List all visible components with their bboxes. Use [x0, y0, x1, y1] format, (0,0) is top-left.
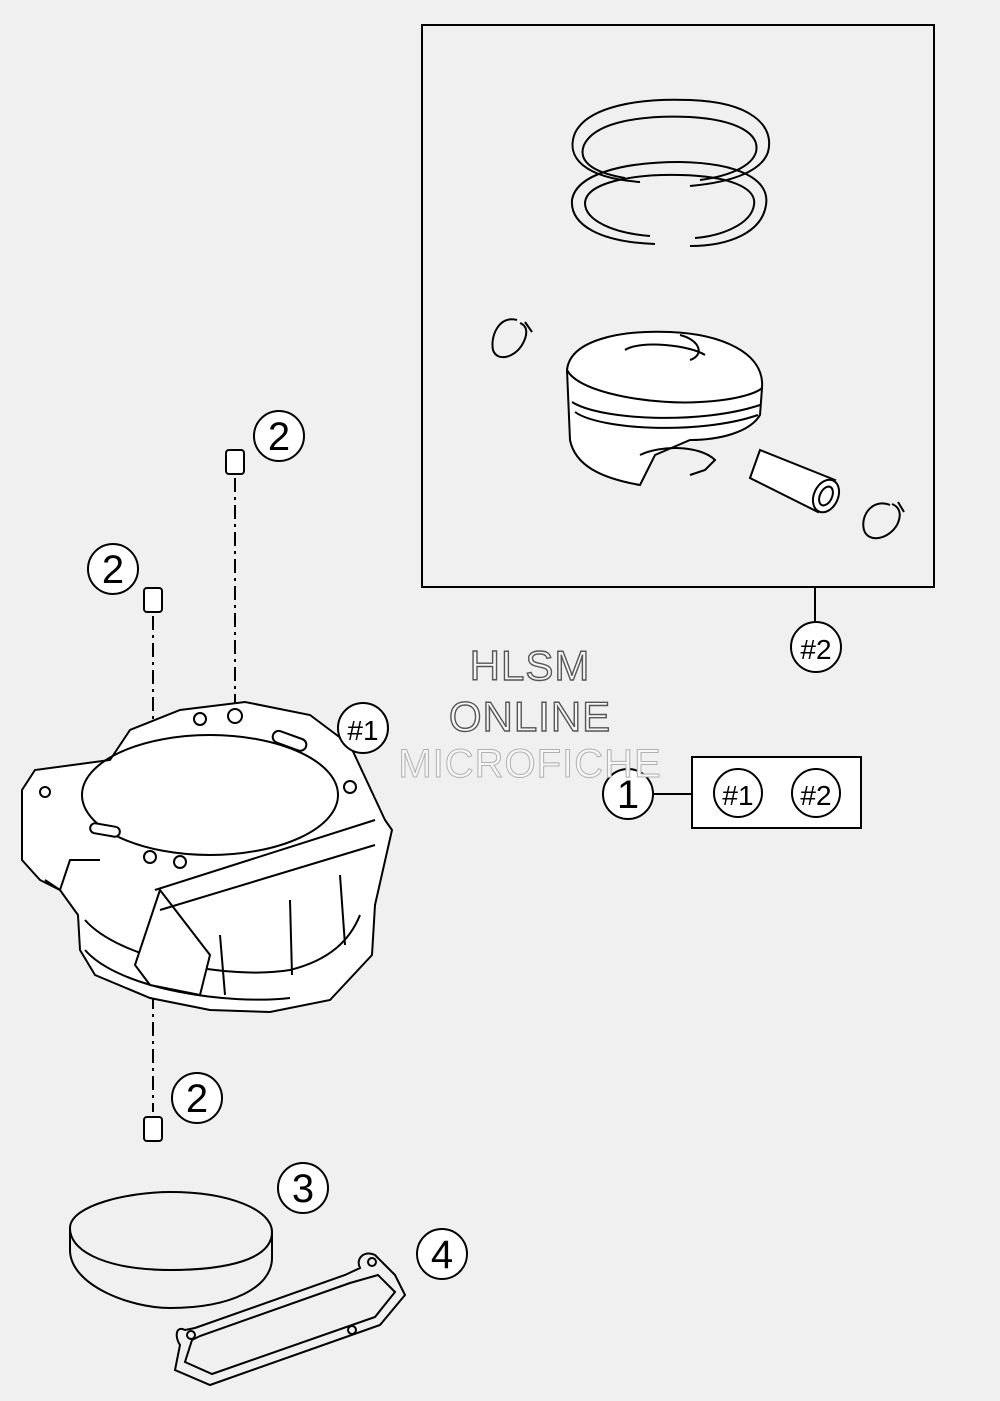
callout-circle-piston-kit	[790, 621, 842, 673]
callout-circle-cylinder	[337, 702, 389, 754]
callout-circle-o-ring	[277, 1162, 329, 1214]
piston-kit-frame	[421, 24, 935, 588]
callout-label-o-ring: 3	[292, 1167, 314, 1211]
assembly-ref-circle-1	[713, 768, 763, 818]
callout-circle-dowel-bottom	[171, 1072, 223, 1124]
piston-pin	[748, 448, 841, 514]
cylinder	[21, 700, 394, 1014]
o-ring	[68, 1190, 274, 1310]
callout-label-cylinder: #1	[347, 715, 378, 746]
callout-circle-gasket	[416, 1228, 468, 1280]
piston-rings	[570, 98, 771, 247]
gasket	[173, 1252, 407, 1387]
piston-pin-clips	[491, 318, 905, 540]
callout-label-dowel-top: 2	[268, 415, 290, 459]
callout-label-dowel-left: 2	[102, 548, 124, 592]
dowel-pins	[143, 449, 245, 1142]
callout-label-piston-kit: #2	[800, 634, 831, 665]
callout-circle-dowel-top	[253, 410, 305, 462]
assembly-ref-label-1: #1	[722, 780, 753, 811]
callout-circle-dowel-left	[87, 543, 139, 595]
piston	[565, 330, 764, 487]
assembly-ref-label-2: #2	[800, 780, 831, 811]
callout-label-gasket: 4	[431, 1233, 453, 1277]
assembly-ref-circle-2	[791, 768, 841, 818]
callout-label-dowel-bottom: 2	[186, 1077, 208, 1121]
callout-label-assembly: 1	[617, 773, 639, 817]
